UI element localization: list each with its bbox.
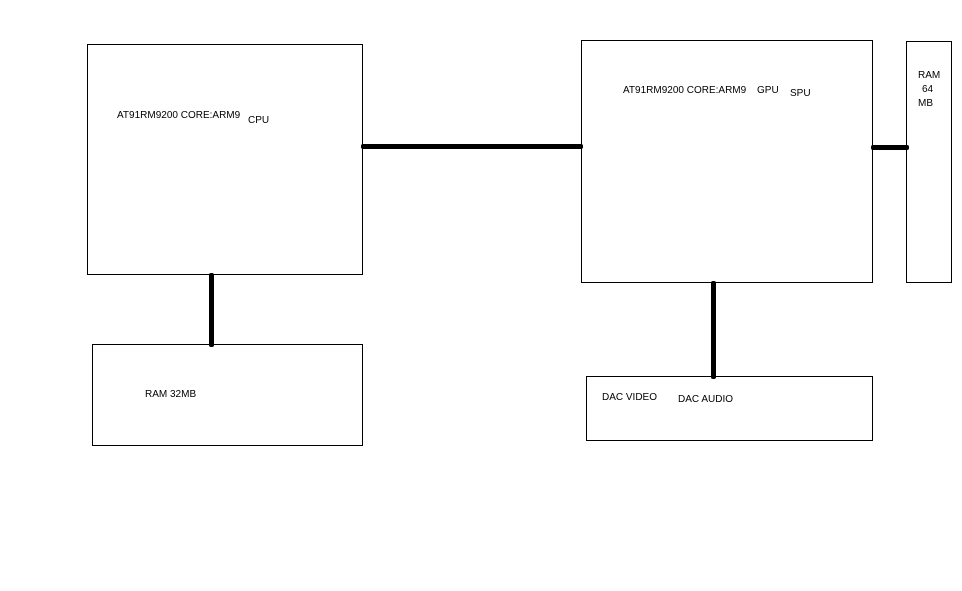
cpu-block [87, 44, 363, 275]
cpu-ram-connection [209, 273, 214, 347]
cpu-gpu-connection [361, 144, 583, 149]
gpu-dac-connection [711, 281, 716, 379]
cpu-block-role: CPU [248, 115, 270, 126]
ram-64mb-label-line1: RAM [918, 70, 941, 81]
dac-audio-label: DAC AUDIO [678, 394, 734, 405]
dac-video-label: DAC VIDEO [602, 392, 658, 403]
ram-64mb-label-line3: MB [918, 98, 933, 109]
ram-64mb-block [906, 41, 952, 283]
ram-64mb-label-line2: 64 [922, 84, 934, 95]
dac-block [586, 376, 873, 441]
gpu-block-label: AT91RM9200 CORE:ARM9 [623, 85, 747, 96]
ram-32mb-block [92, 344, 363, 446]
gpu-block-role-spu: SPU [790, 88, 811, 99]
cpu-block-label: AT91RM9200 CORE:ARM9 [117, 110, 241, 121]
gpu-ram-connection [871, 145, 909, 150]
gpu-block-role-gpu: GPU [757, 85, 779, 96]
ram-32mb-label: RAM 32MB [145, 389, 197, 400]
gpu-block [581, 40, 873, 283]
